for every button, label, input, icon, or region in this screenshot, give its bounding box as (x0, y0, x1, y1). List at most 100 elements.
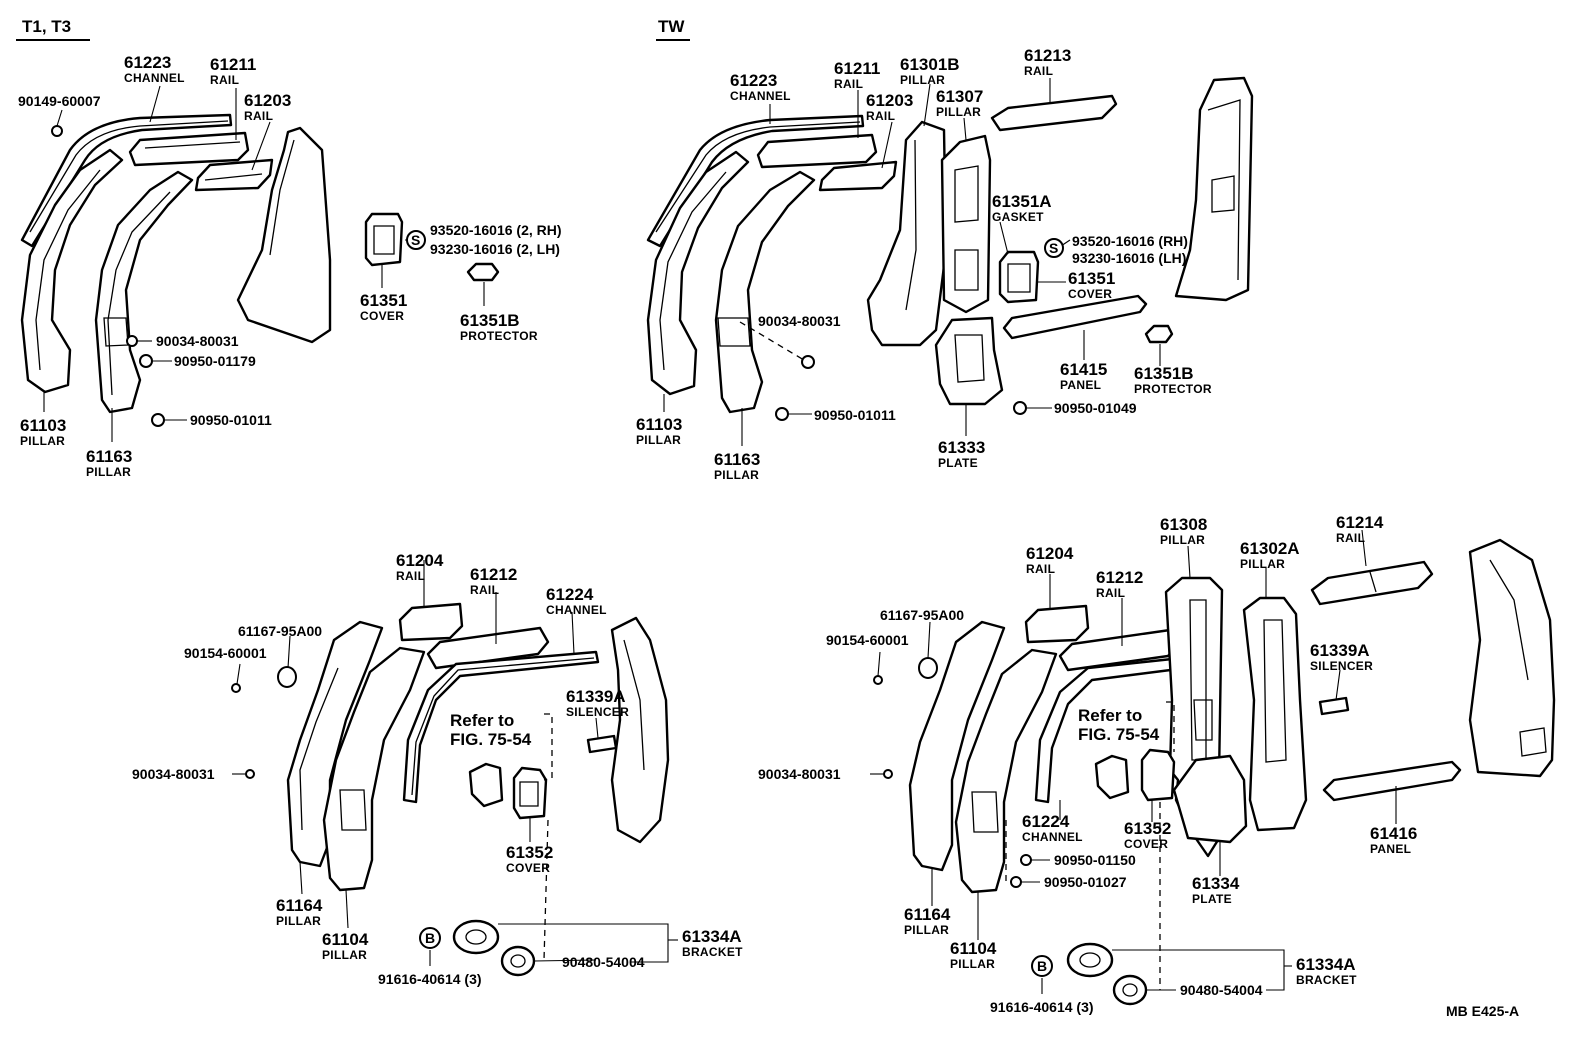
part-number: 91616-40614 (3) (378, 971, 482, 987)
part-number: 61214 (1336, 513, 1384, 532)
part-number: 61164 (276, 896, 323, 915)
part-name: PILLAR (900, 73, 945, 87)
part-name: RAIL (1096, 586, 1125, 600)
pillar-61301b-tw (866, 120, 948, 347)
part-name: PLATE (1192, 892, 1232, 906)
callout-c11: 90950-01011 (190, 412, 272, 428)
part-number: 93230-16016 (2, LH) (430, 241, 560, 257)
part-number: 61333 (938, 438, 985, 457)
part-number: 90034-80031 (758, 766, 841, 782)
part-number: 61351 (360, 291, 407, 310)
part-number: 61352 (1124, 819, 1171, 838)
part-number: 61103 (20, 416, 66, 435)
symbol-s-2: S (1044, 238, 1064, 258)
part-name: SILENCER (1310, 659, 1373, 673)
svg-text:B: B (425, 930, 435, 946)
part-name: PILLAR (904, 923, 949, 937)
part-name: BRACKET (682, 945, 743, 959)
rail-61204-b1 (398, 602, 464, 642)
refer-note-1-line1: Refer to (450, 711, 514, 730)
callout-c56: 90950-01150 (1054, 852, 1136, 868)
part-name: PILLAR (1160, 533, 1205, 547)
part-number: 61104 (950, 939, 997, 958)
symbol-b-1: B (419, 927, 441, 949)
refer-note-2-line1: Refer to (1078, 706, 1142, 725)
callout-c28: 90950-01011 (814, 407, 896, 423)
part-number: 61167-95A00 (880, 607, 964, 623)
callout-c10: 90950-01179 (174, 353, 256, 369)
part-number: 90034-80031 (132, 766, 215, 782)
part-name: COVER (360, 309, 404, 323)
part-name: PANEL (1370, 842, 1411, 856)
symbol-s-1: S (406, 230, 426, 250)
pillar-61103-t1 (20, 148, 124, 394)
bracket-61334a-b2 (1066, 942, 1148, 1006)
part-number: 61212 (470, 565, 517, 584)
bracket-61334a-b1 (452, 919, 536, 977)
part-name: PILLAR (950, 957, 995, 971)
part-name: PILLAR (276, 914, 321, 928)
figure-code: MB E425-A (1446, 1003, 1519, 1019)
part-number: 61301B (900, 55, 960, 74)
part-number: 61103 (636, 415, 682, 434)
callout-c64: 91616-40614 (3) (990, 999, 1094, 1015)
cover-61352-b1 (512, 766, 548, 820)
part-name: RAIL (244, 109, 273, 123)
pillar-61104-b2 (954, 648, 1058, 894)
part-number: 61339A (566, 687, 626, 706)
part-number: 61213 (1024, 46, 1071, 65)
pillar-61307-tw (940, 134, 992, 314)
gasket-cover-61351-tw (998, 250, 1040, 304)
pillar-61163-tw (714, 170, 816, 414)
part-number: 61203 (244, 91, 291, 110)
part-number: 90950-01179 (174, 353, 256, 369)
part-name: GASKET (992, 210, 1044, 224)
callout-c4: 90149-60007 (18, 93, 101, 109)
part-name: RAIL (1024, 64, 1053, 78)
part-name: RAIL (396, 569, 425, 583)
part-name: PILLAR (86, 465, 131, 479)
channel-61223-t1 (20, 113, 233, 248)
part-number: 90154-60001 (184, 645, 267, 661)
leader-lines (43, 78, 1397, 994)
rail-61214-b2 (1310, 560, 1434, 606)
part-number: 90950-01011 (814, 407, 896, 423)
svg-text:S: S (1049, 240, 1058, 256)
cover-61351-t1 (364, 212, 404, 267)
svg-text:B: B (1037, 958, 1047, 974)
callout-labels: 61223CHANNEL61211RAIL61203RAIL90149-6000… (18, 46, 1417, 1015)
part-name: RAIL (834, 77, 863, 91)
part-name: CHANNEL (1022, 830, 1083, 844)
callout-c44: 91616-40614 (3) (378, 971, 482, 987)
pillar-61163-t1 (94, 170, 194, 414)
callout-c6: 93520-16016 (2, RH) (430, 222, 562, 238)
part-number: 61415 (1060, 360, 1107, 379)
part-name: SILENCER (566, 705, 629, 719)
pillar-61103-tw (646, 150, 750, 396)
protector-61351b-t1 (466, 262, 500, 282)
callout-c7: 93230-16016 (2, LH) (430, 241, 560, 257)
body-side-panel-b2 (1468, 538, 1556, 778)
part-name: PROTECTOR (1134, 382, 1212, 396)
part-number: 61339A (1310, 641, 1370, 660)
part-name: PROTECTOR (460, 329, 538, 343)
